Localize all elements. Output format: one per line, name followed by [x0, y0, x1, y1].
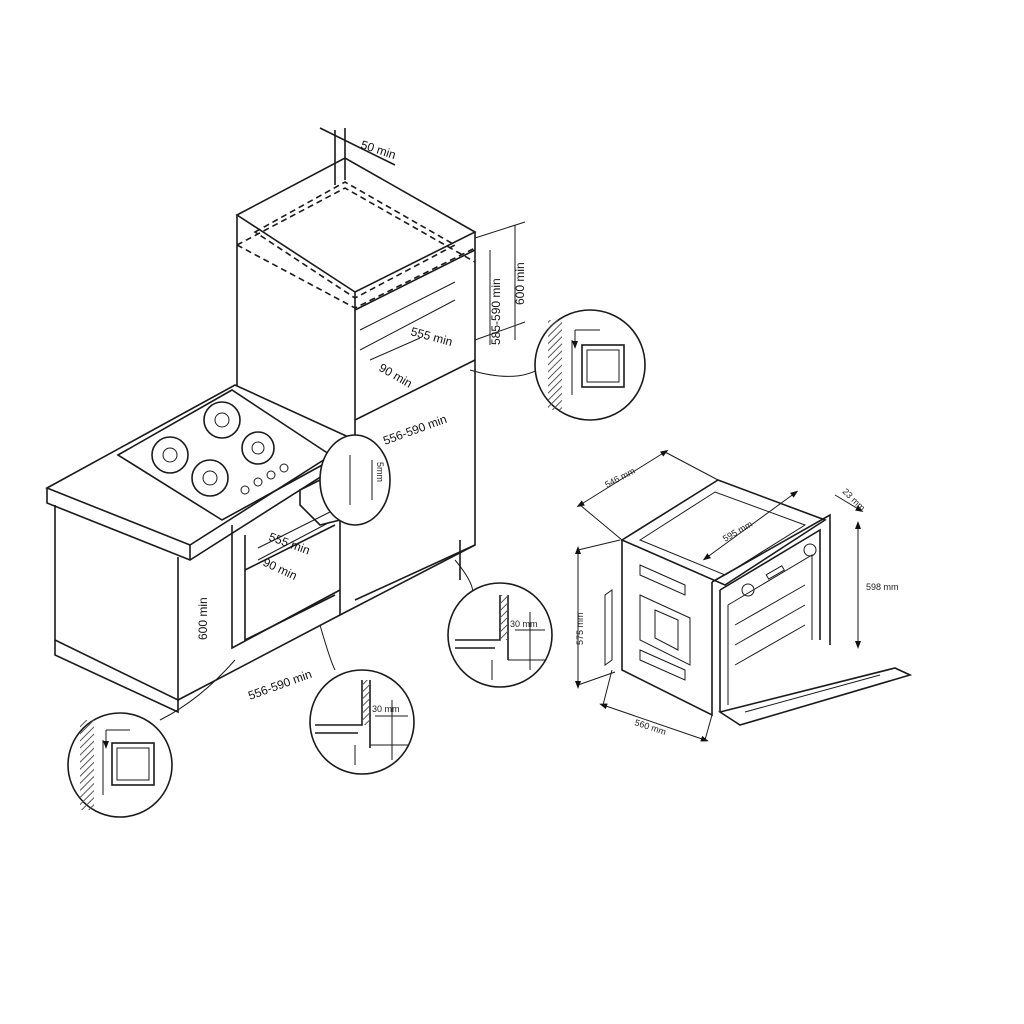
- oven-dim-body-depth: 560 mm: [633, 717, 667, 737]
- oven-drawing: [575, 449, 913, 742]
- detail-vent-column: [534, 309, 646, 421]
- gas-hob: [116, 389, 391, 526]
- callout-line: [469, 364, 546, 377]
- dim-worktop-vent: 90 min: [261, 555, 300, 583]
- oven-dim-body-height: 575 mm: [575, 612, 585, 645]
- dim-column-vent: 90 min: [377, 360, 415, 390]
- detail-gap-column: [447, 582, 553, 688]
- dim-detail-column-gap: 30 mm: [510, 619, 538, 629]
- detail-gap-worktop: [309, 669, 415, 775]
- burner: [191, 459, 229, 497]
- oven-dim-door: 23 mm: [841, 486, 868, 513]
- oven-dim-height: 598 mm: [866, 582, 899, 592]
- dim-column-height: 600 min: [513, 262, 527, 305]
- tall-cabinet: [235, 127, 526, 601]
- dim-column-niche-width: 556-590 min: [381, 412, 448, 448]
- dim-hob-gap: 5mm: [375, 462, 385, 482]
- burner: [203, 401, 241, 439]
- burner: [151, 436, 189, 474]
- dim-detail-worktop-gap: 30 mm: [372, 704, 400, 714]
- dim-column-niche-height: 585-590 min: [489, 278, 503, 345]
- base-cabinet: [45, 384, 476, 714]
- hob-gap-callout: [319, 434, 391, 526]
- dim-worktop-niche-height: 600 min: [196, 597, 210, 640]
- dim-worktop-niche-depth: 555 min: [267, 530, 312, 558]
- dim-column-niche-depth: 555 min: [409, 324, 454, 349]
- callout-line: [319, 624, 336, 671]
- callout-line: [159, 659, 236, 721]
- dim-worktop-niche-width: 556-590 min: [246, 667, 313, 703]
- oven-dim-width: 595 mm: [721, 519, 754, 544]
- oven-dim-depth: 546 mm: [603, 466, 636, 490]
- burner: [241, 431, 275, 465]
- detail-vent-worktop: [67, 712, 173, 818]
- dim-top-gap: 50 min: [359, 138, 398, 162]
